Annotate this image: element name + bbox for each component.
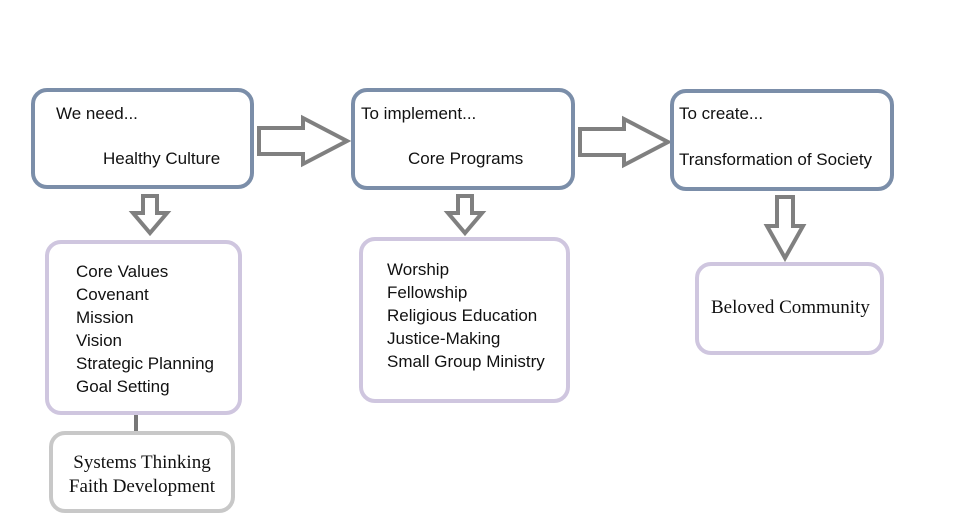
list-item: Strategic Planning	[76, 354, 214, 373]
down-arrow-2	[443, 194, 487, 237]
list-item: Vision	[76, 331, 122, 350]
list-item: Faith Development	[68, 476, 216, 497]
list-item: Small Group Ministry	[387, 352, 545, 371]
sub-box-systems: Systems Thinking Faith Development	[49, 431, 235, 513]
result-label: Beloved Community	[711, 297, 870, 318]
down-arrow-1	[128, 194, 172, 237]
header-title: Healthy Culture	[103, 149, 221, 168]
header-box-transformation: To create... Transformation of Society	[670, 89, 894, 191]
right-arrow-1	[257, 114, 352, 168]
list-item: Covenant	[76, 285, 149, 304]
down-arrow-3	[763, 195, 807, 263]
result-box-beloved-community: Beloved Community	[695, 262, 884, 355]
right-arrow-2	[578, 115, 673, 169]
header-box-healthy-culture: We need... Healthy Culture	[31, 88, 254, 189]
list-item: Core Values	[76, 262, 169, 281]
header-intro: To create...	[679, 104, 764, 123]
header-box-core-programs: To implement... Core Programs	[351, 88, 575, 190]
header-intro: To implement...	[361, 104, 477, 123]
list-box-culture: Core Values Covenant Mission Vision Stra…	[45, 240, 242, 415]
list-item: Mission	[76, 308, 134, 327]
header-title: Core Programs	[408, 149, 524, 168]
list-item: Religious Education	[387, 306, 538, 325]
list-item: Goal Setting	[76, 377, 170, 396]
header-title: Transformation of Society	[679, 150, 873, 169]
list-item: Fellowship	[387, 283, 468, 302]
header-intro: We need...	[56, 104, 138, 123]
culture-list: Core Values Covenant Mission Vision Stra…	[76, 260, 214, 398]
list-item: Systems Thinking	[73, 452, 211, 473]
list-box-programs: Worship Fellowship Religious Education J…	[359, 237, 570, 403]
list-item: Worship	[387, 260, 450, 279]
sub-list: Systems Thinking Faith Development	[53, 451, 231, 499]
list-item: Justice-Making	[387, 329, 501, 348]
programs-list: Worship Fellowship Religious Education J…	[387, 258, 545, 373]
